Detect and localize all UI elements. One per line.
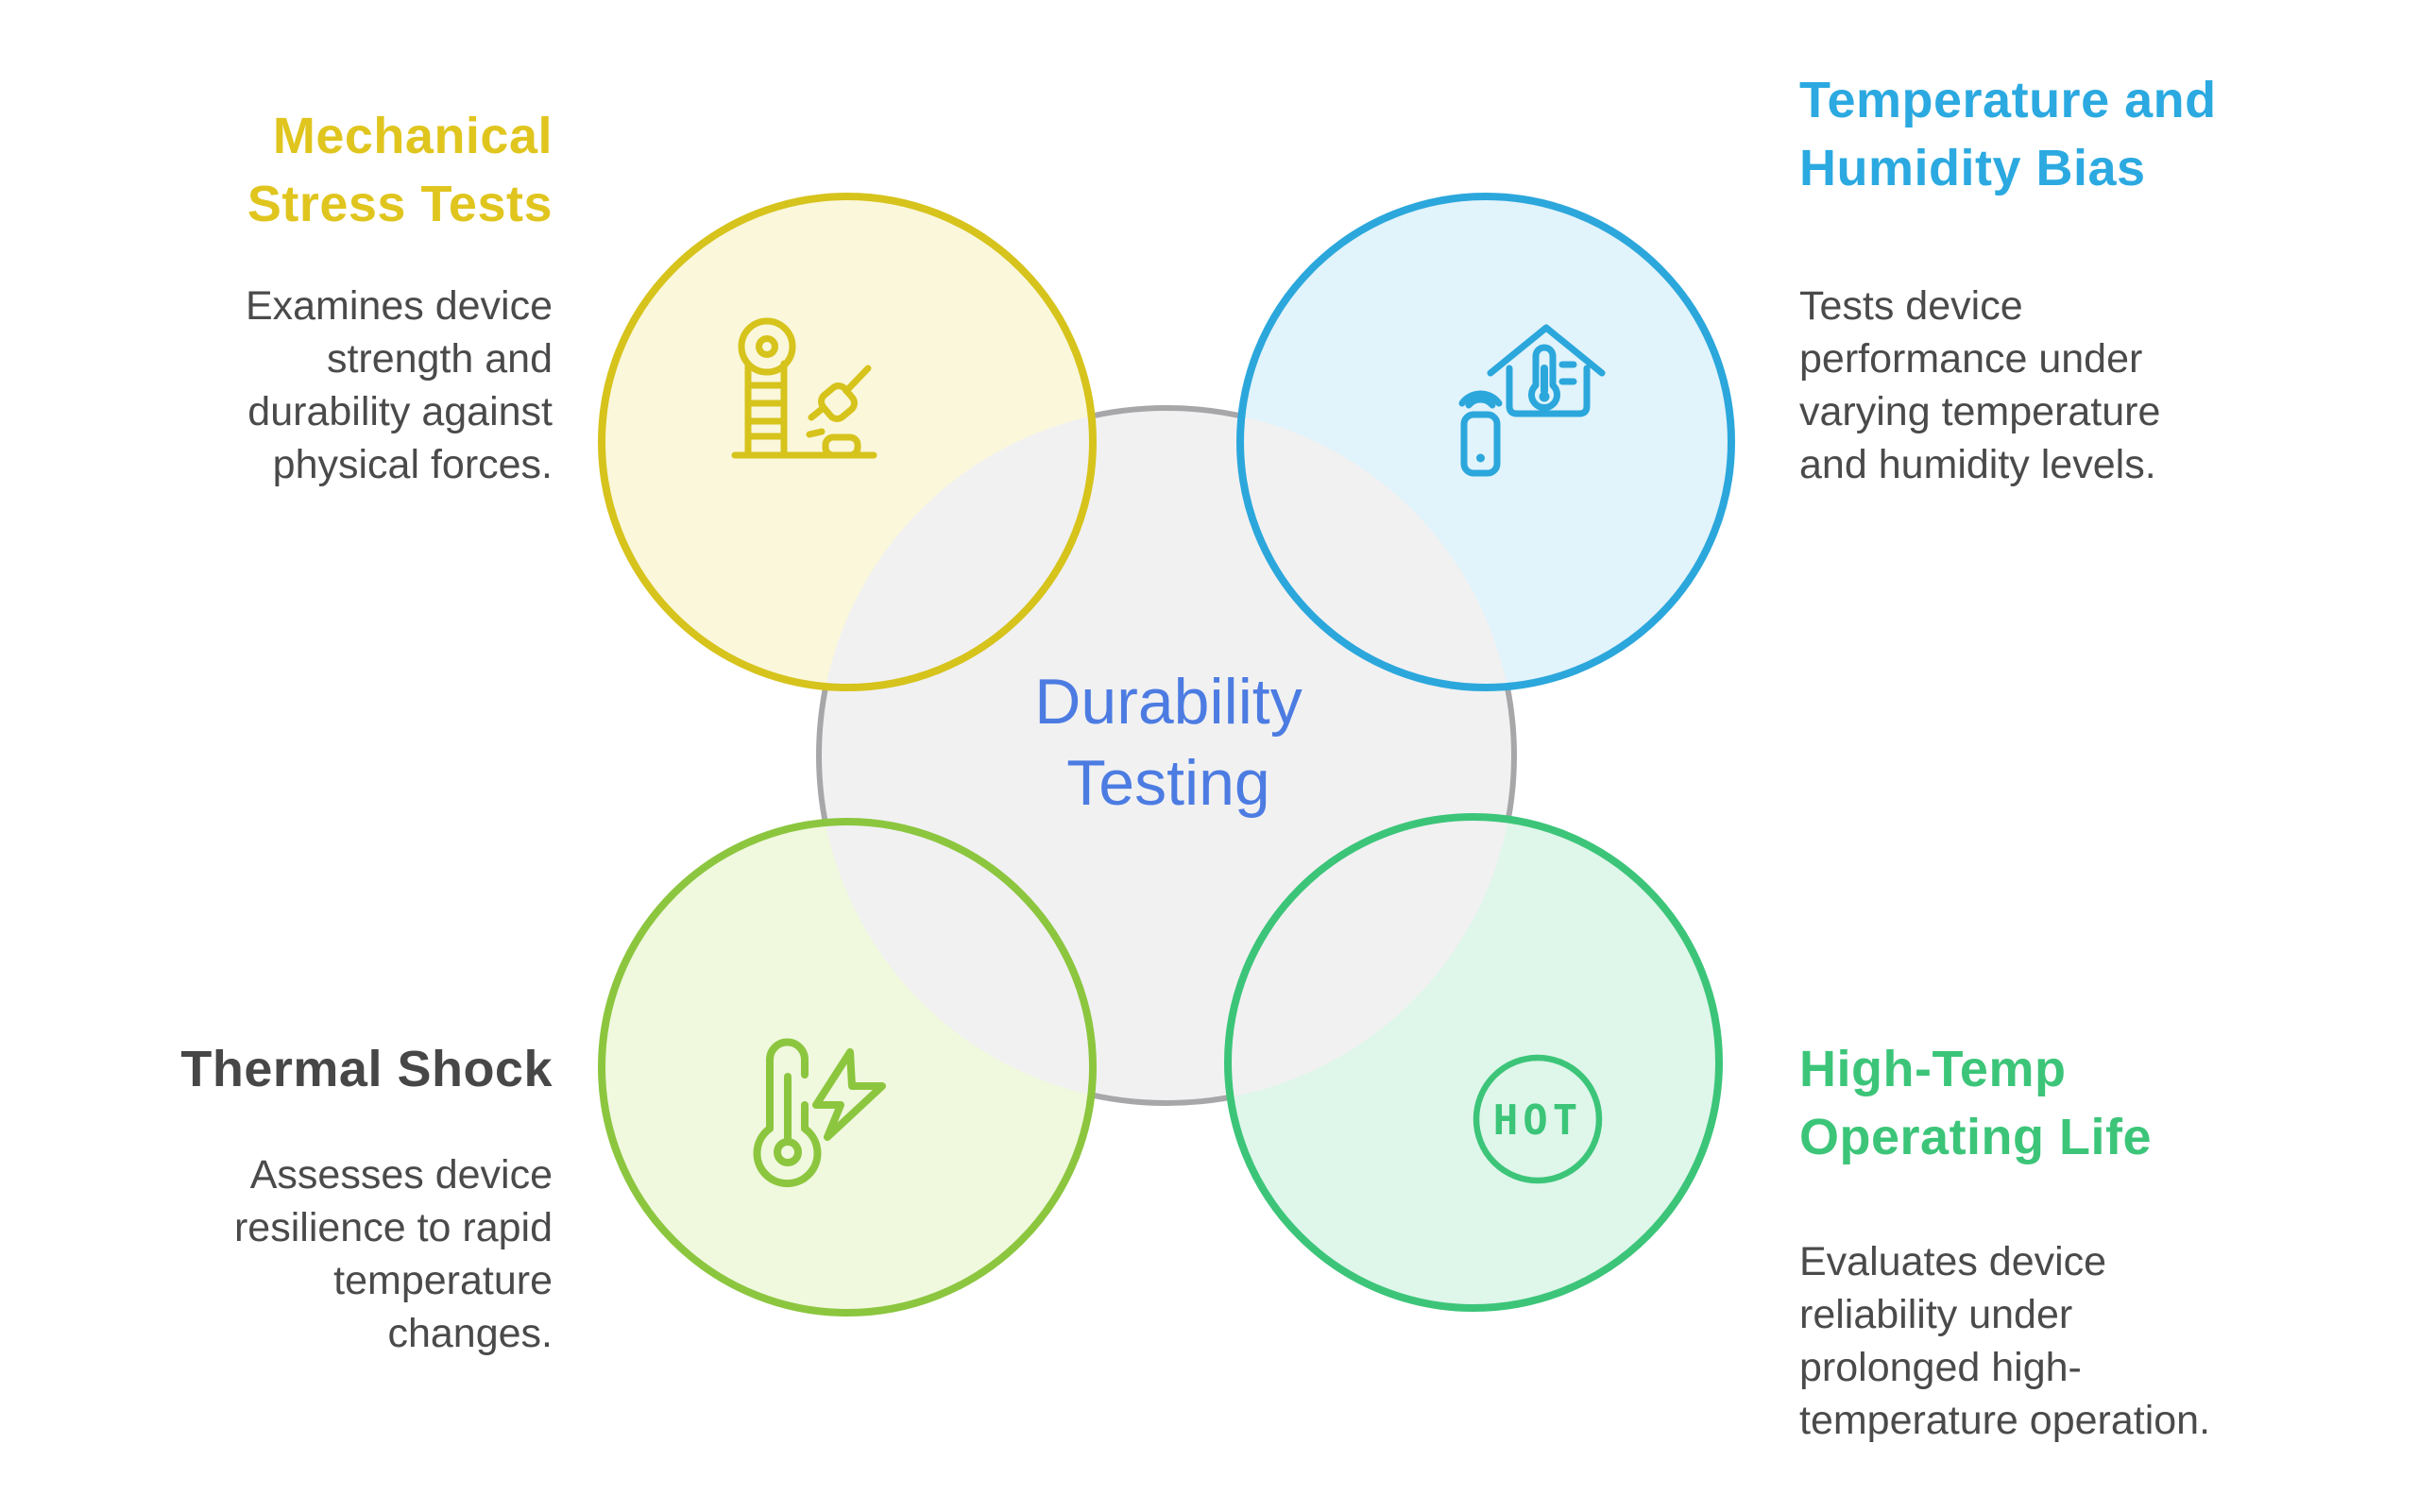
circle-temperature-humidity-stroke — [1236, 193, 1735, 691]
drop-impact-tester-icon — [731, 317, 877, 459]
section-title-temperature-humidity-bias: Temperature and Humidity Bias — [1799, 72, 2217, 196]
section-description-high-temp-operating-life: Evaluates device reliability under prolo… — [1799, 1239, 2211, 1443]
hot-badge-icon: HOT — [1473, 1054, 1603, 1184]
center-title: Durability Testing — [1034, 666, 1303, 819]
circle-high-temp-stroke — [1224, 813, 1723, 1312]
circle-mechanical-stress-stroke — [598, 193, 1097, 691]
section-description-temperature-humidity-bias: Tests device performance under varying t… — [1799, 283, 2161, 487]
section-description-thermal-shock: Assesses device resilience to rapid temp… — [233, 1152, 553, 1356]
smart-home-thermometer-icon — [1458, 324, 1606, 477]
section-title-mechanical-stress-tests: Mechanical Stress Tests — [247, 108, 553, 232]
thermometer-lightning-icon — [753, 1038, 886, 1188]
section-title-thermal-shock: Thermal Shock — [180, 1041, 553, 1097]
circle-thermal-shock-stroke — [598, 818, 1097, 1317]
section-title-high-temp-operating-life: High-Temp Operating Life — [1799, 1041, 2153, 1165]
circle-durability-center-stroke — [816, 405, 1517, 1106]
hot-badge-label: HOT — [1493, 1096, 1582, 1145]
circle-durability-center — [819, 408, 1514, 1103]
section-description-mechanical-stress-tests: Examines device strength and durability … — [245, 283, 553, 487]
